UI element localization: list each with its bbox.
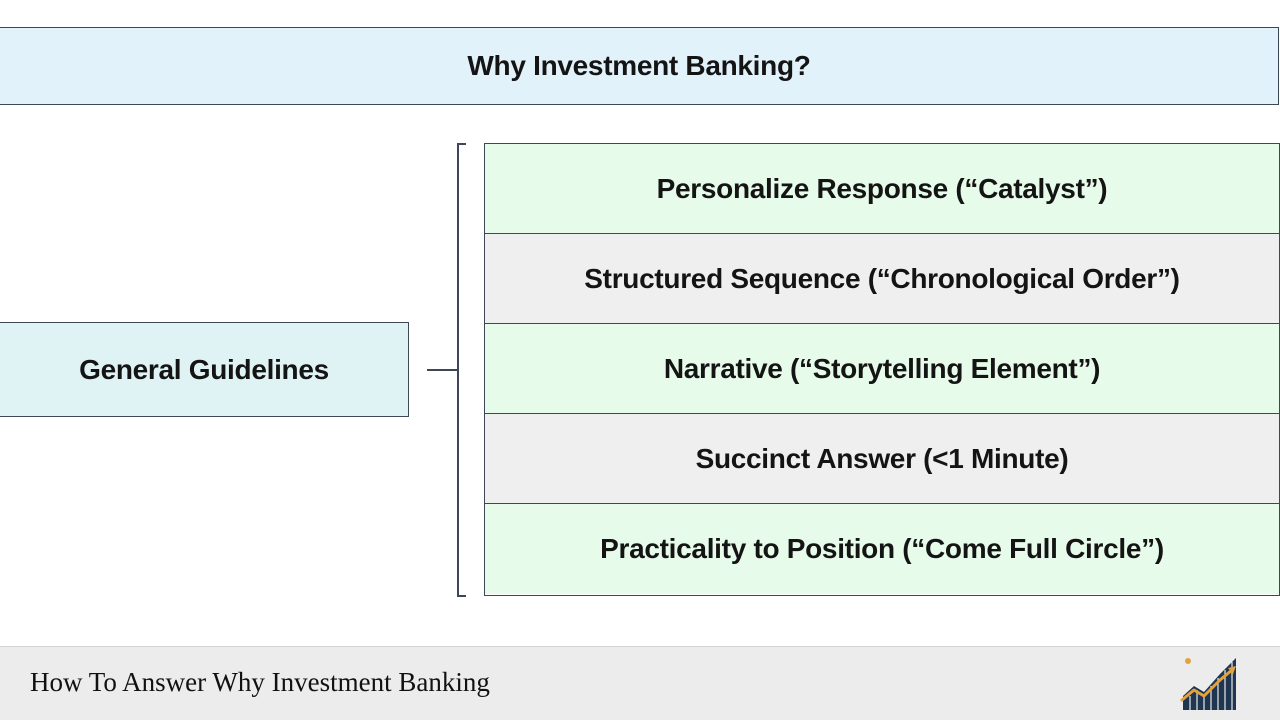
guideline-label: Structured Sequence (“Chronological Orde…: [584, 262, 1180, 294]
guideline-label: Narrative (“Storytelling Element”): [663, 352, 1101, 384]
guideline-label: Succinct Answer (<1 Minute): [695, 442, 1069, 474]
footer-caption: How To Answer Why Investment Banking: [30, 667, 490, 697]
guideline-item: Structured Sequence (“Chronological Orde…: [485, 234, 1279, 324]
guideline-label: Practicality to Position (“Come Full Cir…: [600, 533, 1164, 564]
guideline-item: Practicality to Position (“Come Full Cir…: [485, 504, 1279, 594]
root-node: General Guidelines: [0, 322, 409, 417]
guideline-item: Personalize Response (“Catalyst”): [485, 144, 1279, 234]
title-banner: Why Investment Banking?: [0, 27, 1279, 105]
root-node-label: General Guidelines: [79, 353, 329, 385]
guideline-item: Narrative (“Storytelling Element”): [485, 324, 1279, 414]
bracket: [457, 143, 466, 597]
footer-bar: How To Answer Why Investment Banking: [0, 646, 1280, 720]
guideline-item: Succinct Answer (<1 Minute): [485, 414, 1279, 504]
page-title: Why Investment Banking?: [467, 50, 811, 81]
growth-chart-logo-icon: [1180, 656, 1238, 712]
guideline-label: Personalize Response (“Catalyst”): [656, 172, 1108, 204]
guidelines-list: Personalize Response (“Catalyst”) Struct…: [484, 143, 1280, 596]
